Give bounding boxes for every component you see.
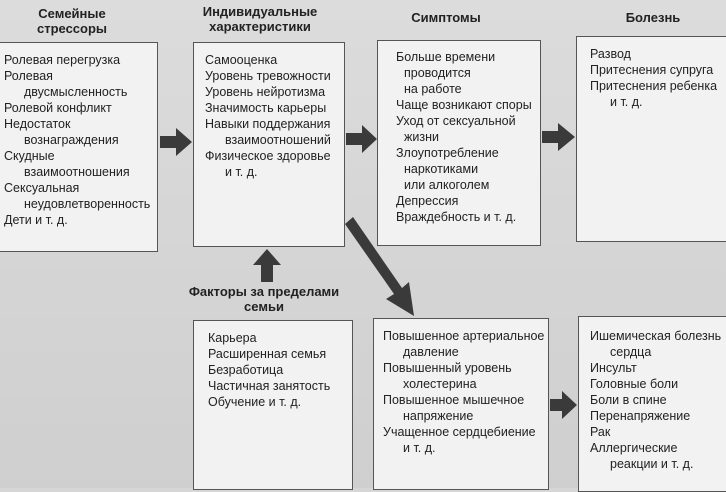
list-item: Повышенное мышечное [383, 393, 525, 407]
header-family-stressors: Семейные стрессоры [18, 6, 126, 36]
list-item: Перенапряжение [590, 409, 691, 423]
list-illness-physical: Ишемическая болезнь сердца Инсульт Голов… [590, 328, 721, 472]
list-item: или алкоголем [404, 178, 490, 192]
list-item: реакции и т. д. [610, 457, 694, 471]
box-symptoms-family [377, 40, 541, 246]
arrow-symptoms-to-illness [542, 123, 575, 151]
list-item: Инсульт [590, 361, 637, 375]
box-illness-family [576, 36, 726, 242]
list-item: взаимоотношения [24, 165, 130, 179]
header-family-stressors-line2: стрессоры [36, 21, 108, 36]
arrow-stressors-to-individual [160, 128, 192, 156]
list-item: Развод [590, 47, 631, 61]
list-item: Чаще возникают споры [396, 98, 532, 112]
list-item: Физическое здоровье [205, 149, 331, 163]
list-item: Уровень нейротизма [205, 85, 326, 99]
list-item: Безработица [208, 363, 284, 377]
list-item: Самооценка [205, 53, 278, 67]
list-family-stressors: Ролевая перегрузка Ролевая двусмысленнос… [4, 52, 150, 228]
list-item: Значимость карьеры [205, 101, 327, 115]
list-item: Ролевой конфликт [4, 101, 112, 115]
list-item: и т. д. [610, 95, 643, 109]
list-item: холестерина [403, 377, 477, 391]
arrow-individual-to-symptoms [346, 125, 377, 153]
header-individual-line2: характеристики [209, 19, 311, 34]
list-item: Повышенный уровень [383, 361, 512, 375]
list-item: Повышенное артериальное [383, 329, 545, 343]
list-symptoms-family: Больше времени проводится на работе Чаще… [384, 49, 532, 225]
list-item: Частичная занятость [208, 379, 331, 393]
arrow-physical-symptoms-to-illness [550, 391, 577, 419]
list-item: Боли в спине [590, 393, 667, 407]
list-item: напряжение [403, 409, 474, 423]
list-item: Притеснения ребенка [590, 79, 718, 93]
header-external-line2: семьи [244, 299, 284, 314]
header-individual: Индивидуальные характеристики [190, 4, 330, 34]
list-item: и т. д. [403, 441, 436, 455]
list-item: Карьера [208, 331, 257, 345]
list-item: Злоупотребление [396, 146, 499, 160]
box-family-stressors [0, 42, 158, 252]
list-item: Учащенное сердцебиение [383, 425, 536, 439]
header-illness: Болезнь [625, 10, 681, 25]
list-item: Ишемическая болезнь [590, 329, 722, 343]
list-individual: Самооценка Уровень тревожности Уровень н… [205, 52, 331, 180]
list-item: Расширенная семья [208, 347, 327, 361]
list-item: двусмысленность [24, 85, 128, 99]
header-external-line1: Факторы за пределами [188, 284, 340, 299]
list-item: Уход от сексуальной [396, 114, 516, 128]
box-symptoms-physical [373, 318, 549, 490]
list-item: неудовлетворенность [24, 197, 151, 211]
header-family-stressors-line1: Семейные [38, 6, 106, 21]
list-item: взаимоотношений [225, 133, 331, 147]
list-item: наркотиками [404, 162, 479, 176]
list-item: Больше времени [396, 50, 496, 64]
list-symptoms-physical: Повышенное артериальное давление Повышен… [383, 328, 544, 456]
list-item: Враждебность и т. д. [396, 210, 517, 224]
list-item: Аллергические [590, 441, 678, 455]
list-item: сердца [610, 345, 652, 359]
list-item: жизни [404, 130, 439, 144]
list-item: Уровень тревожности [205, 69, 331, 83]
list-item: вознаграждения [24, 133, 119, 147]
list-item: Навыки поддержания [205, 117, 331, 131]
list-item: Обучение и т. д. [208, 395, 302, 409]
list-item: Скудные [4, 149, 55, 163]
list-illness-family: Развод Притеснения супруга Притеснения р… [590, 46, 717, 110]
list-item: Притеснения супруга [590, 63, 714, 77]
list-item: Дети и т. д. [4, 213, 68, 227]
header-symptoms: Симптомы [411, 10, 481, 25]
list-item: Недостаток [4, 117, 71, 131]
list-item: Головные боли [590, 377, 679, 391]
list-item: проводится [404, 66, 471, 80]
list-external: Карьера Расширенная семья Безработица Ча… [208, 330, 330, 410]
box-external [193, 320, 353, 490]
list-item: и т. д. [225, 165, 258, 179]
list-item: Ролевая перегрузка [4, 53, 121, 67]
list-item: Депрессия [396, 194, 459, 208]
list-item: давление [403, 345, 459, 359]
list-item: Сексуальная [4, 181, 80, 195]
list-item: Рак [590, 425, 611, 439]
list-item: на работе [404, 82, 462, 96]
box-individual [193, 42, 345, 247]
header-individual-line1: Индивидуальные [202, 4, 318, 19]
arrow-external-to-individual [253, 249, 281, 282]
header-external: Факторы за пределами семьи [180, 284, 348, 314]
list-item: Ролевая [4, 69, 53, 83]
